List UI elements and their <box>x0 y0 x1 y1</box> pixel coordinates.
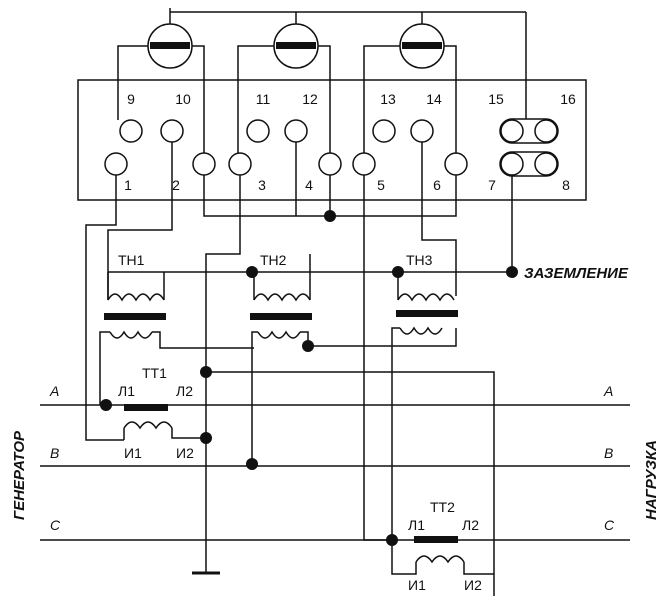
vt1-label: ТН1 <box>118 252 145 268</box>
ct2-l2-label: Л2 <box>462 517 479 533</box>
bus-wiring <box>206 254 495 596</box>
phase-a-right-label: A <box>603 383 613 399</box>
vt2-label: ТН2 <box>260 252 287 268</box>
terminal-10 <box>160 119 184 143</box>
terminal-2 <box>192 152 216 176</box>
ct1-i1-label: И1 <box>124 445 142 461</box>
terminal-11 <box>246 119 270 143</box>
terminal-label-5: 5 <box>377 177 385 193</box>
terminal-1 <box>104 152 128 176</box>
terminal-label-9: 9 <box>127 91 135 107</box>
current-transformer-1: ТТ1 Л1 Л2 И1 И2 <box>118 365 206 461</box>
meter-terminal-block <box>77 79 587 201</box>
load-label: НАГРУЗКА <box>643 440 660 520</box>
current-transformer-2: ТТ2 Л1 Л2 И1 И2 <box>391 499 494 593</box>
terminal-labels-bottom: 1 2 3 4 5 6 7 8 <box>124 177 570 193</box>
terminal-16 <box>534 119 558 143</box>
terminal-8 <box>534 152 558 176</box>
terminal-13 <box>372 119 396 143</box>
ct2-label: ТТ2 <box>430 499 455 515</box>
ct1-l2-label: Л2 <box>176 383 193 399</box>
voltage-transformer-2: ТН2 <box>250 252 312 464</box>
phase-c-right-label: C <box>604 517 615 533</box>
voltage-transformer-3: ТН3 <box>308 252 458 540</box>
junction-dots <box>100 210 518 546</box>
current-coil-1 <box>147 23 193 69</box>
terminal-label-8: 8 <box>562 177 570 193</box>
terminal-label-4: 4 <box>305 177 313 193</box>
junction-dot <box>246 266 258 278</box>
terminal-5 <box>352 152 376 176</box>
ct1-label: ТТ1 <box>142 365 167 381</box>
terminal-4 <box>318 152 342 176</box>
coil-wiring <box>117 8 527 160</box>
junction-dot <box>324 210 336 222</box>
terminal-label-6: 6 <box>433 177 441 193</box>
phase-a-left-label: A <box>49 383 59 399</box>
terminal-label-2: 2 <box>172 177 180 193</box>
terminal-circles <box>104 118 559 177</box>
phase-lines: A A B B C C <box>40 383 630 541</box>
generator-label: ГЕНЕРАТОР <box>11 430 28 520</box>
terminal-label-15: 15 <box>488 91 504 107</box>
terminal-label-16: 16 <box>560 91 576 107</box>
junction-dot <box>200 432 212 444</box>
phase-c-left-label: C <box>50 517 61 533</box>
terminal-3 <box>228 152 252 176</box>
terminal-label-12: 12 <box>302 91 318 107</box>
junction-dot <box>302 340 314 352</box>
terminal-label-3: 3 <box>258 177 266 193</box>
phase-b-right-label: B <box>604 445 613 461</box>
terminal-12 <box>284 119 308 143</box>
vt3-label: ТН3 <box>406 252 433 268</box>
current-coil-2 <box>273 23 319 69</box>
junction-dot <box>392 266 404 278</box>
ct2-i1-label: И1 <box>408 577 426 593</box>
junction-dot <box>506 266 518 278</box>
ground-label: ЗАЗЕМЛЕНИЕ <box>524 265 629 282</box>
voltage-transformer-1: ТН1 <box>99 252 254 405</box>
terminal-label-10: 10 <box>175 91 191 107</box>
terminal-label-13: 13 <box>380 91 396 107</box>
terminal-9 <box>119 119 143 143</box>
ct1-i2-label: И2 <box>176 445 194 461</box>
terminal-14 <box>410 119 434 143</box>
junction-dot <box>100 399 112 411</box>
junction-dot <box>386 534 398 546</box>
terminal-label-7: 7 <box>488 177 496 193</box>
ct2-l1-label: Л1 <box>408 517 425 533</box>
junction-dot <box>200 366 212 378</box>
terminal-label-1: 1 <box>124 177 132 193</box>
ct2-i2-label: И2 <box>464 577 482 593</box>
terminal-label-14: 14 <box>426 91 442 107</box>
ct1-l1-label: Л1 <box>118 383 135 399</box>
terminal-labels-top: 9 10 11 12 13 14 15 16 <box>127 91 576 107</box>
terminal-7 <box>500 152 524 176</box>
terminal-15 <box>500 119 524 143</box>
junction-dot <box>246 458 258 470</box>
current-coil-3 <box>399 23 445 69</box>
terminal-6 <box>444 152 468 176</box>
phase-b-left-label: B <box>50 445 59 461</box>
terminal-label-11: 11 <box>256 91 271 107</box>
